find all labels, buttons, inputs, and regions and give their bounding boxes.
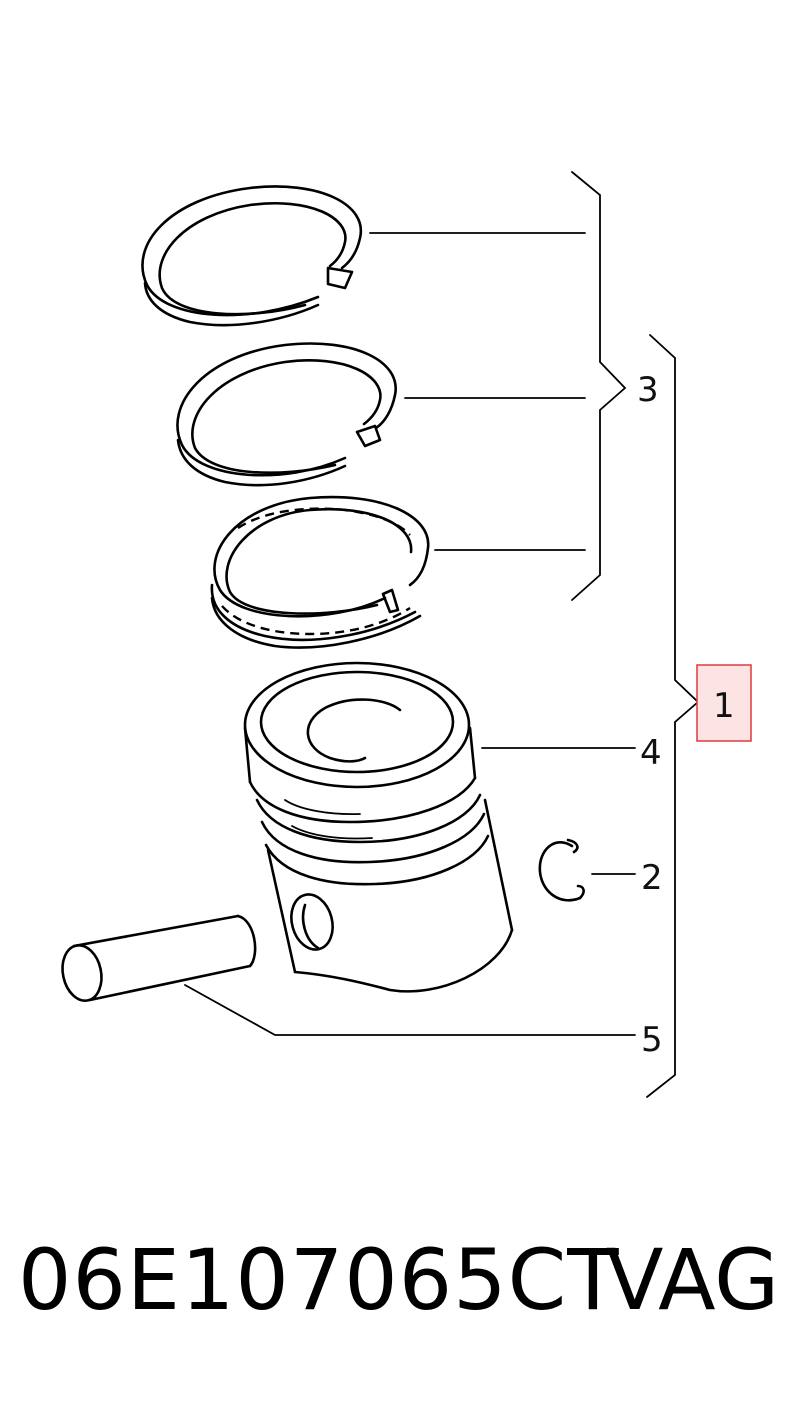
callout-piston-assembly[interactable]: 1 — [713, 686, 735, 726]
oil-control-ring[interactable] — [210, 495, 430, 649]
callout-piston[interactable]: 4 — [640, 733, 662, 773]
piston-pin[interactable] — [58, 914, 257, 1004]
callout-piston-rings[interactable]: 3 — [637, 370, 659, 410]
part-number: 06E107065CT — [18, 1231, 620, 1329]
brand-name: VAG — [606, 1231, 780, 1329]
callout-1-highlight — [696, 664, 752, 742]
assembly-bracket — [646, 334, 700, 1098]
top-compression-ring[interactable] — [141, 185, 363, 327]
circlip[interactable] — [538, 838, 585, 902]
rings-bracket — [571, 171, 627, 601]
leader-lines — [184, 232, 636, 1036]
callout-circlip[interactable]: 2 — [641, 858, 663, 898]
second-compression-ring[interactable] — [176, 342, 397, 487]
piston[interactable] — [243, 661, 514, 993]
callout-piston-pin[interactable]: 5 — [641, 1020, 663, 1060]
